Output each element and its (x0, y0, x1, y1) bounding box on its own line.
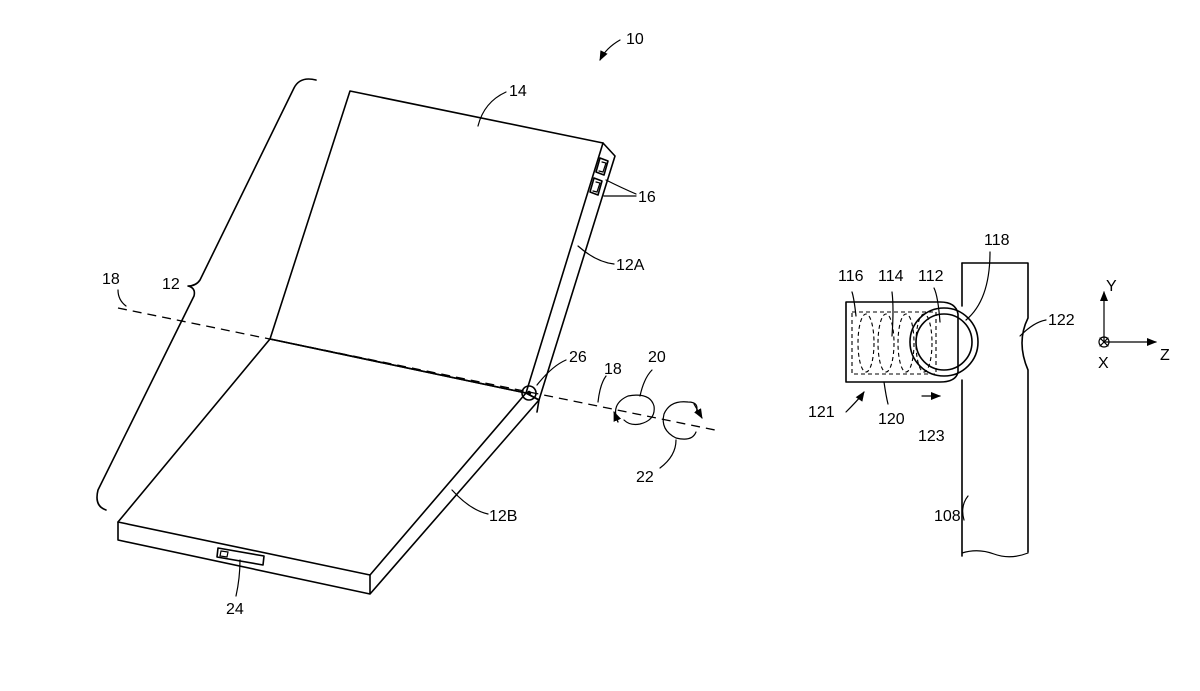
lower-housing-face (117, 338, 527, 576)
leader-122 (1019, 319, 1047, 337)
assembly-ref-arrow (845, 391, 865, 413)
label-housing: 12 (162, 276, 180, 293)
rotation-arrow-20 (613, 394, 655, 426)
leader-114 (891, 291, 894, 337)
label-axis-right: 18 (604, 361, 622, 378)
leader-16 (603, 179, 637, 197)
label-shaft: 112 (918, 268, 944, 285)
coordinate-axes (1098, 291, 1157, 348)
fold-axis-line (117, 307, 716, 431)
label-lower-half: 12B (489, 508, 517, 525)
label-connector: 24 (226, 601, 244, 618)
leader-20 (639, 369, 653, 397)
label-upper-half: 12A (616, 257, 645, 274)
label-rotation-b: 22 (636, 469, 654, 486)
leader-24 (235, 559, 241, 597)
label-spring: 114 (878, 268, 904, 285)
spring-coils (857, 313, 933, 373)
leader-18-right (597, 375, 607, 403)
label-axis-left: 18 (102, 271, 120, 288)
detent-ball-inner (915, 313, 973, 371)
leader-120 (883, 381, 889, 405)
detent-assembly (845, 251, 1157, 558)
connector-port (216, 547, 265, 566)
label-rotation-a: 20 (648, 349, 666, 366)
housing-bracket (96, 78, 317, 511)
leader-108 (962, 495, 969, 521)
upper-housing-face (269, 90, 604, 394)
reference-labels: 10 14 16 12A 12 18 26 18 20 22 12B 24 11… (102, 31, 1170, 618)
leader-26 (536, 359, 567, 386)
label-hinge: 26 (569, 349, 587, 366)
label-member: 108 (934, 508, 961, 525)
vertical-member (961, 262, 1029, 553)
label-device-ref: 10 (626, 31, 644, 48)
leader-14 (477, 91, 507, 127)
label-buttons: 16 (638, 189, 656, 206)
device-ref-arrow (599, 39, 621, 61)
leader-112 (933, 287, 941, 323)
member-break-line (961, 550, 1029, 558)
leader-12B (451, 489, 489, 515)
leader-18-left (117, 289, 127, 307)
leader-22 (659, 439, 677, 469)
label-assembly: 121 (808, 404, 835, 421)
hinge-center (526, 390, 532, 396)
cavity-outline (851, 311, 937, 375)
label-axis-z: Z (1160, 347, 1170, 364)
leader-12A (577, 245, 615, 265)
label-axis-x: X (1098, 355, 1109, 372)
foldable-device (96, 39, 716, 597)
label-top-surface: 14 (509, 83, 527, 100)
label-cavity: 116 (838, 268, 864, 285)
label-body: 120 (878, 411, 905, 428)
label-notch: 122 (1048, 312, 1075, 329)
label-motion: 123 (918, 428, 945, 445)
label-axis-y: Y (1106, 278, 1117, 295)
leader-116 (851, 291, 857, 317)
rotation-arrow-22 (662, 401, 703, 440)
detent-body (845, 301, 959, 383)
leader-118 (965, 251, 991, 321)
detent-ball-outer (909, 307, 979, 377)
side-buttons (589, 157, 609, 196)
label-ball: 118 (984, 232, 1010, 249)
lower-housing-edge (117, 399, 540, 595)
